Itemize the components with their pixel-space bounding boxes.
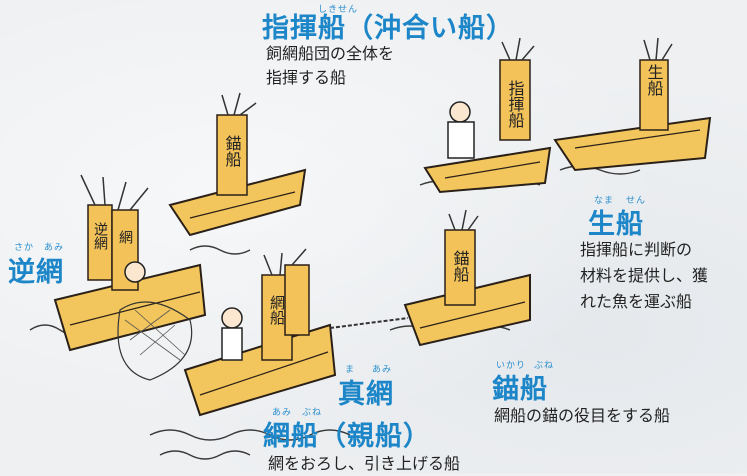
reverse-ruby-left: さか: [14, 243, 35, 253]
anchor-ruby-right: ぶね: [534, 361, 555, 371]
net-boat: 網船: [183, 248, 337, 417]
live-boat: 生船: [553, 37, 712, 172]
anchor-ruby-left: いかり: [496, 361, 527, 371]
command-desc-1: 飼網船団の全体を: [266, 44, 395, 63]
sail-true-net: 網船: [268, 295, 286, 326]
sail-live: 生船: [645, 64, 664, 97]
true-net-ruby-left: ま: [345, 365, 356, 375]
sail-reverse-b: 網: [117, 230, 133, 244]
anchor-desc: 網船の錨の役目をする船: [494, 406, 671, 425]
reverse-net-title: 逆網: [8, 257, 64, 288]
anchor-boat-right: 錨船: [403, 209, 531, 347]
live-ruby-right: せん: [626, 196, 647, 206]
tow-rope: [329, 317, 409, 329]
command-ruby: しきせん: [318, 5, 359, 15]
net-boat-title: 網船（親船）: [263, 421, 431, 452]
live-desc-1: 指揮船に判断の: [580, 240, 693, 259]
true-net-ruby-right: あみ: [372, 365, 393, 375]
sail-reverse-a: 逆網: [92, 222, 108, 250]
sail-anchor-top: 錨船: [223, 135, 242, 168]
command-desc-2: 指揮する船: [266, 68, 347, 87]
sail-anchor-right: 錨船: [451, 250, 470, 283]
live-desc-2: 材料を提供し、獲: [580, 266, 709, 285]
anchor-boat-top: 錨船: [168, 92, 307, 237]
command-title: 指揮船（沖合い船）: [262, 13, 514, 44]
net-boat-desc: 網をおろし、引き上げる船: [268, 454, 461, 473]
true-net-title: 真網: [338, 379, 394, 410]
net-boat-ruby-right: ぶね: [302, 408, 323, 418]
sail-command: 指揮船: [506, 80, 525, 129]
command-boat: 指揮船: [423, 37, 552, 194]
live-ruby-left: なま: [594, 196, 615, 206]
live-title: 生船: [588, 209, 644, 240]
reverse-net-boat: 逆網 網: [53, 174, 207, 381]
live-desc-3: れた魚を運ぶ船: [580, 292, 693, 311]
reverse-ruby-right: あみ: [44, 243, 65, 253]
anchor-title: 錨船: [492, 374, 548, 405]
net-boat-ruby-left: あみ: [272, 408, 293, 418]
